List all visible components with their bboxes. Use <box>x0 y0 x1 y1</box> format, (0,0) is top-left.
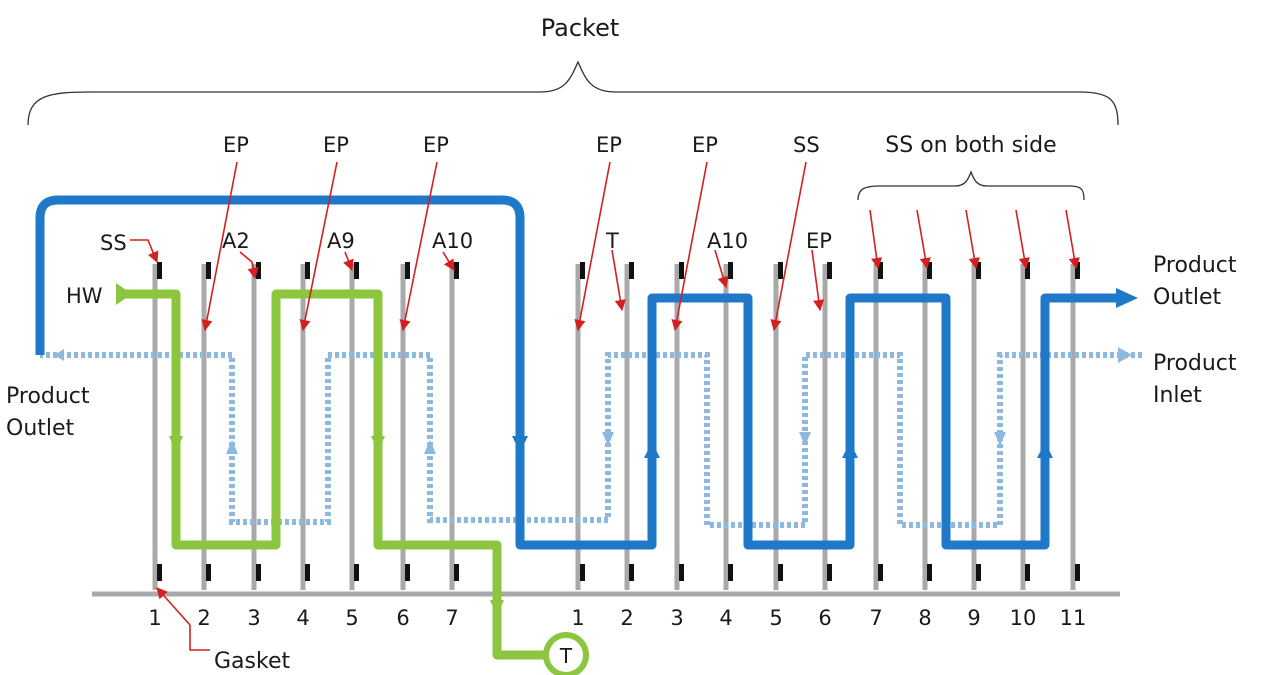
plate-number-left-5: 5 <box>345 606 358 630</box>
callout-ep-plate6: EP <box>806 229 832 253</box>
product-outlet-right-line1: Product <box>1153 253 1237 278</box>
gasket-left-6-bottom <box>405 564 410 581</box>
product-outlet-left-line2: Outlet <box>6 416 75 441</box>
product-outlet-left-line1: Product <box>6 384 90 409</box>
gasket-left-7-top <box>454 262 459 279</box>
callout-a10-left: A10 <box>432 229 473 253</box>
gasket-right-7-bottom <box>878 564 883 581</box>
gasket-left-1-top <box>157 262 162 279</box>
gasket-right-5-top <box>778 262 783 279</box>
plate-number-right-10: 10 <box>1010 606 1037 630</box>
product-inlet-arrows <box>54 347 1132 454</box>
product-inlet-line2: Inlet <box>1153 383 1202 408</box>
gasket-left-4-bottom <box>305 564 310 581</box>
callout-a9: A9 <box>327 229 355 253</box>
plate-numbers: 1 2 3 4 5 6 7 1 2 3 4 5 6 7 8 9 10 11 <box>148 606 1086 630</box>
plate-number-right-8: 8 <box>918 606 931 630</box>
gasket-right-5-bottom <box>778 564 783 581</box>
material-label-1: EP <box>223 133 249 157</box>
gasket-right-8-top <box>927 262 932 279</box>
gasket-left-7-bottom <box>454 564 459 581</box>
plate-number-right-3: 3 <box>670 606 683 630</box>
thermometer-icon <box>543 632 589 675</box>
gasket-left-6-top <box>405 262 410 279</box>
plate-number-right-6: 6 <box>818 606 831 630</box>
gasket-right-4-top <box>728 262 733 279</box>
plate-number-right-5: 5 <box>769 606 782 630</box>
gasket-right-6-top <box>827 262 832 279</box>
callouts <box>130 161 1080 626</box>
plate-number-right-1: 1 <box>571 606 584 630</box>
product-inlet-path <box>40 352 1142 528</box>
gasket-left-5-bottom <box>354 564 359 581</box>
plate-number-left-1: 1 <box>148 606 161 630</box>
gasket-left-3-bottom <box>256 564 261 581</box>
ss-both-side-label: SS on both side <box>885 133 1056 158</box>
gaskets <box>157 262 1080 581</box>
hot-water-arrows <box>116 283 504 616</box>
gasket-right-11-top <box>1075 262 1080 279</box>
material-label-6: SS <box>793 133 820 157</box>
hw-label: HW <box>66 284 103 308</box>
callout-a10-right: A10 <box>707 229 748 253</box>
packet-brace <box>27 60 1119 126</box>
gasket-left-5-top <box>354 262 359 279</box>
gasket-pointer-line <box>189 625 210 651</box>
packet-title: Packet <box>541 14 620 42</box>
gasket-right-11-bottom <box>1075 564 1080 581</box>
material-label-4: EP <box>596 133 622 157</box>
plate-number-right-7: 7 <box>869 606 882 630</box>
gasket-right-9-bottom <box>976 564 981 581</box>
plate-number-left-6: 6 <box>396 606 409 630</box>
gasket-right-10-top <box>1025 262 1030 279</box>
gasket-left-1-bottom <box>157 564 162 581</box>
material-label-5: EP <box>692 133 718 157</box>
hot-water-path <box>118 289 545 660</box>
gasket-left-2-bottom <box>206 564 211 581</box>
gasket-right-7-top <box>878 262 883 279</box>
gasket-right-6-bottom <box>827 564 832 581</box>
plate-number-left-4: 4 <box>296 606 309 630</box>
material-label-3: EP <box>423 133 449 157</box>
gasket-right-2-bottom <box>629 564 634 581</box>
gasket-left-2-top <box>206 262 211 279</box>
gasket-right-1-bottom <box>580 564 585 581</box>
gasket-left-4-top <box>305 262 310 279</box>
plate-number-right-4: 4 <box>719 606 732 630</box>
ss-both-side-brace <box>857 170 1085 201</box>
product-outlet-right-line2: Outlet <box>1153 285 1222 310</box>
callout-ss-plate1: SS <box>100 231 127 255</box>
plate-number-left-3: 3 <box>247 606 260 630</box>
product-outlet-path <box>35 195 1120 550</box>
callout-t-plate: T <box>605 229 619 253</box>
plate-number-right-9: 9 <box>967 606 980 630</box>
plate-number-right-2: 2 <box>620 606 633 630</box>
plate-number-right-11: 11 <box>1060 606 1087 630</box>
product-outlet-arrows <box>512 288 1138 458</box>
plate-number-left-7: 7 <box>445 606 458 630</box>
gasket-right-9-top <box>976 262 981 279</box>
material-label-2: EP <box>323 133 349 157</box>
plate-number-left-2: 2 <box>197 606 210 630</box>
gasket-right-2-top <box>629 262 634 279</box>
gasket-right-8-bottom <box>927 564 932 581</box>
gasket-right-1-top <box>580 262 585 279</box>
callout-a2: A2 <box>222 229 250 253</box>
gasket-right-3-bottom <box>679 564 684 581</box>
product-inlet-line1: Product <box>1153 351 1237 376</box>
gasket-label: Gasket <box>214 649 290 674</box>
gasket-right-10-bottom <box>1025 564 1030 581</box>
gasket-left-3-top <box>256 262 261 279</box>
thermometer-label: T <box>559 644 573 668</box>
gasket-right-4-bottom <box>728 564 733 581</box>
gasket-right-3-top <box>679 262 684 279</box>
